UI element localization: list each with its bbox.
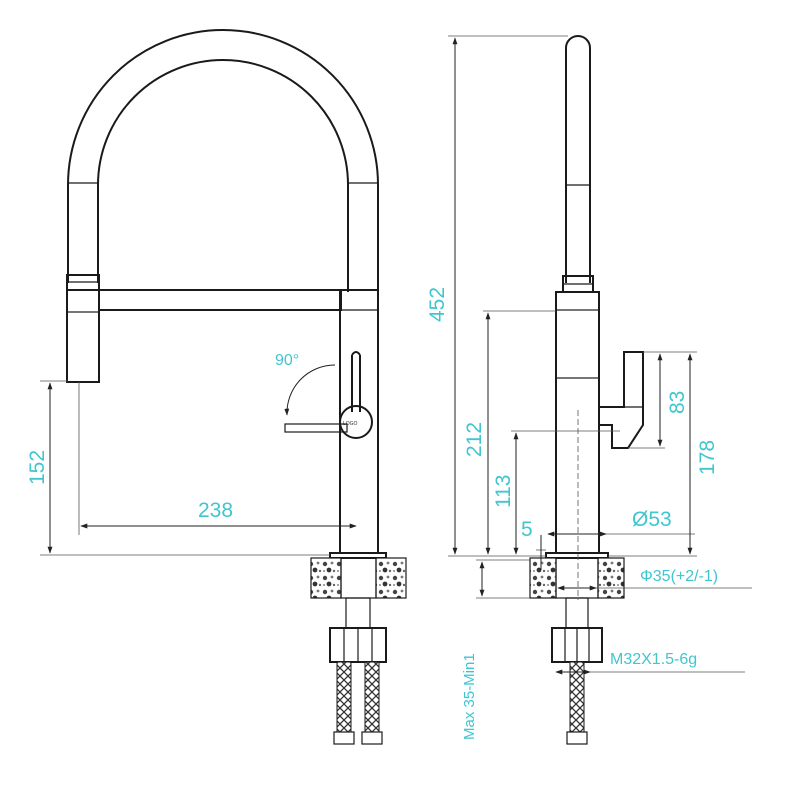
base-flange <box>329 552 387 559</box>
label-83: 83 <box>666 391 689 414</box>
lever-rotated <box>284 423 348 433</box>
label-5: 5 <box>521 518 533 541</box>
front-view: LOGO <box>40 29 407 745</box>
side-body <box>555 291 600 554</box>
side-countertop-left <box>529 557 557 599</box>
label-90-degrees: 90° <box>275 352 299 369</box>
supply-hose-left <box>336 661 352 733</box>
countertop-right <box>375 557 407 599</box>
label-thread: M32X1.5-6g <box>610 651 697 668</box>
lever-handle <box>351 351 361 412</box>
label-152: 152 <box>26 450 49 485</box>
side-lever <box>599 351 644 449</box>
spout-arch-inner <box>97 59 349 292</box>
lever-hub <box>339 405 373 439</box>
dimension-labels: 452 152 238 90° 212 113 83 178 5 Ø53 Φ35… <box>26 287 719 740</box>
label-452: 452 <box>426 287 449 322</box>
spout-tube <box>565 35 591 283</box>
side-countertop-right <box>597 557 625 599</box>
label-countertop-thickness: Max 35-Min1 <box>461 653 478 740</box>
countertop-left <box>310 557 342 599</box>
svg-text:LOGO: LOGO <box>343 421 358 427</box>
label-53: Ø53 <box>632 508 672 531</box>
label-178: 178 <box>696 440 719 475</box>
label-113: 113 <box>492 475 515 508</box>
spray-head <box>66 289 100 383</box>
mounting-shank <box>345 597 371 629</box>
label-35-hole: Φ35(+2/-1) <box>640 568 718 585</box>
holder-arm <box>98 289 342 311</box>
spout-arch-outer <box>67 29 379 292</box>
label-238: 238 <box>198 499 233 522</box>
label-212: 212 <box>463 422 486 457</box>
supply-hose-right <box>364 661 380 733</box>
side-view <box>448 35 752 745</box>
rotation-arc <box>284 364 336 416</box>
